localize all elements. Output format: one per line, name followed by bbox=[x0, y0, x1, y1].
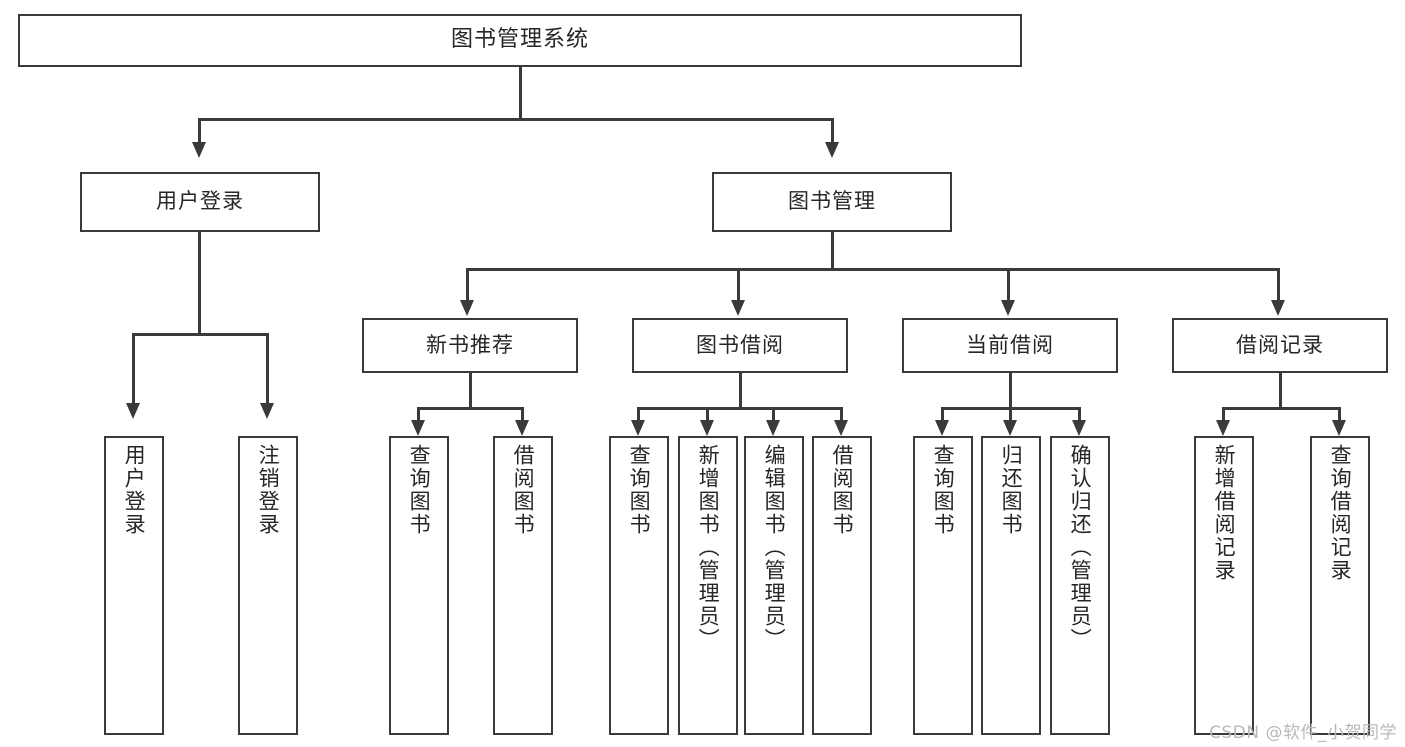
connector-book-borrow-stem bbox=[739, 373, 742, 409]
connector-bus-level1 bbox=[198, 118, 834, 121]
connector-bus-new-book bbox=[417, 407, 524, 410]
connector-drop-nb-2 bbox=[521, 407, 524, 423]
node-label: 用户登录 bbox=[156, 189, 244, 214]
arrow-leaf-user-login-1 bbox=[126, 403, 140, 419]
connector-drop-leaf-user-login-1 bbox=[132, 333, 135, 405]
arrow-book-borrow bbox=[731, 300, 745, 316]
connector-drop-cb-3 bbox=[1078, 407, 1081, 423]
leaf-current-borrow-2[interactable]: 归还图书 bbox=[981, 436, 1041, 735]
arrow-bb-1 bbox=[631, 420, 645, 436]
leaf-label: 用户登录 bbox=[122, 444, 147, 536]
node-label: 借阅记录 bbox=[1236, 332, 1324, 357]
connector-drop-bb-3 bbox=[772, 407, 775, 423]
leaf-new-book-2[interactable]: 借阅图书 bbox=[493, 436, 553, 735]
connector-current-borrow-stem bbox=[1009, 373, 1012, 409]
node-label: 图书借阅 bbox=[696, 332, 784, 357]
arrow-cb-1 bbox=[935, 420, 949, 436]
arrow-book-management bbox=[825, 142, 839, 158]
leaf-user-login-1[interactable]: 用户登录 bbox=[104, 436, 164, 735]
leaf-label: 新增图书（管理员） bbox=[696, 444, 721, 651]
arrow-nb-2 bbox=[515, 420, 529, 436]
connector-drop-bb-2 bbox=[706, 407, 709, 423]
connector-book-management-stem bbox=[831, 232, 834, 270]
arrow-br-2 bbox=[1332, 420, 1346, 436]
node-borrow-record[interactable]: 借阅记录 bbox=[1172, 318, 1388, 373]
leaf-borrow-record-2[interactable]: 查询借阅记录 bbox=[1310, 436, 1370, 735]
arrow-user-login bbox=[192, 142, 206, 158]
node-label: 新书推荐 bbox=[426, 332, 514, 357]
leaf-label: 查询图书 bbox=[627, 444, 652, 536]
arrow-new-book bbox=[460, 300, 474, 316]
connector-drop-br-2 bbox=[1338, 407, 1341, 423]
connector-drop-nb-1 bbox=[417, 407, 420, 423]
node-book-borrow[interactable]: 图书借阅 bbox=[632, 318, 848, 373]
arrow-br-1 bbox=[1216, 420, 1230, 436]
leaf-current-borrow-1[interactable]: 查询图书 bbox=[913, 436, 973, 735]
node-new-book-recommend[interactable]: 新书推荐 bbox=[362, 318, 578, 373]
connector-drop-current-borrow bbox=[1007, 268, 1010, 302]
connector-new-book-stem bbox=[469, 373, 472, 409]
leaf-borrow-record-1[interactable]: 新增借阅记录 bbox=[1194, 436, 1254, 735]
leaf-label: 借阅图书 bbox=[830, 444, 855, 536]
node-current-borrow[interactable]: 当前借阅 bbox=[902, 318, 1118, 373]
leaf-label: 查询图书 bbox=[407, 444, 432, 536]
arrow-bb-3 bbox=[766, 420, 780, 436]
connector-drop-bb-1 bbox=[637, 407, 640, 423]
leaf-book-borrow-4[interactable]: 借阅图书 bbox=[812, 436, 872, 735]
arrow-current-borrow bbox=[1001, 300, 1015, 316]
connector-bus-book-borrow bbox=[637, 407, 843, 410]
connector-borrow-record-stem bbox=[1279, 373, 1282, 409]
connector-drop-bb-4 bbox=[840, 407, 843, 423]
leaf-book-borrow-2[interactable]: 新增图书（管理员） bbox=[678, 436, 738, 735]
leaf-label: 借阅图书 bbox=[511, 444, 536, 536]
leaf-label: 编辑图书（管理员） bbox=[762, 444, 787, 651]
connector-bus-user-login bbox=[132, 333, 269, 336]
node-book-management[interactable]: 图书管理 bbox=[712, 172, 952, 232]
arrow-nb-1 bbox=[411, 420, 425, 436]
connector-root-stem bbox=[519, 67, 522, 119]
connector-user-login-stem bbox=[198, 232, 201, 335]
connector-drop-borrow-record bbox=[1277, 268, 1280, 302]
leaf-label: 确认归还（管理员） bbox=[1068, 444, 1093, 651]
leaf-label: 新增借阅记录 bbox=[1212, 444, 1237, 582]
connector-drop-user-login bbox=[198, 118, 201, 144]
arrow-cb-3 bbox=[1072, 420, 1086, 436]
node-root-book-management-system[interactable]: 图书管理系统 bbox=[18, 14, 1022, 67]
leaf-new-book-1[interactable]: 查询图书 bbox=[389, 436, 449, 735]
connector-drop-book-management bbox=[831, 118, 834, 144]
leaf-label: 注销登录 bbox=[256, 444, 281, 536]
leaf-label: 归还图书 bbox=[999, 444, 1024, 536]
node-label: 当前借阅 bbox=[966, 332, 1054, 357]
connector-drop-leaf-user-login-2 bbox=[266, 333, 269, 405]
node-label: 图书管理系统 bbox=[450, 27, 589, 53]
leaf-label: 查询图书 bbox=[931, 444, 956, 536]
leaf-book-borrow-3[interactable]: 编辑图书（管理员） bbox=[744, 436, 804, 735]
arrow-borrow-record bbox=[1271, 300, 1285, 316]
leaf-book-borrow-1[interactable]: 查询图书 bbox=[609, 436, 669, 735]
connector-drop-cb-2 bbox=[1009, 407, 1012, 423]
node-user-login[interactable]: 用户登录 bbox=[80, 172, 320, 232]
node-label: 图书管理 bbox=[788, 189, 876, 214]
arrow-bb-4 bbox=[834, 420, 848, 436]
leaf-label: 查询借阅记录 bbox=[1328, 444, 1353, 582]
leaf-current-borrow-3[interactable]: 确认归还（管理员） bbox=[1050, 436, 1110, 735]
arrow-cb-2 bbox=[1003, 420, 1017, 436]
connector-bus-borrow-record bbox=[1222, 407, 1341, 410]
connector-drop-cb-1 bbox=[941, 407, 944, 423]
arrow-leaf-user-login-2 bbox=[260, 403, 274, 419]
connector-drop-book-borrow bbox=[737, 268, 740, 302]
connector-drop-br-1 bbox=[1222, 407, 1225, 423]
leaf-user-login-2[interactable]: 注销登录 bbox=[238, 436, 298, 735]
connector-drop-new-book bbox=[466, 268, 469, 302]
connector-bus-level3 bbox=[466, 268, 1280, 271]
arrow-bb-2 bbox=[700, 420, 714, 436]
